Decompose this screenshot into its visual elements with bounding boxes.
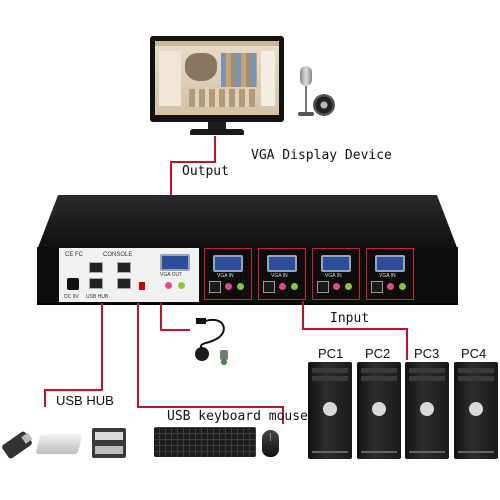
audio-wire-h	[160, 329, 190, 331]
audio-jack	[237, 283, 244, 290]
vga-out-connector	[160, 254, 190, 271]
usb-hub-wire-v	[101, 303, 103, 390]
console-mini-port	[139, 282, 145, 290]
hp-logo-icon	[420, 402, 434, 416]
hp-logo-icon	[372, 402, 386, 416]
input-wire-down	[406, 328, 408, 360]
vga-out-audio-jack	[178, 282, 185, 289]
scanner-icon	[35, 434, 83, 454]
vga-in-connector	[321, 255, 351, 272]
dc-label: DC 9V	[64, 294, 79, 300]
vga-out-mic-jack	[165, 282, 172, 289]
kvm-top-cover	[37, 195, 458, 250]
output-wire-h	[170, 161, 216, 163]
monitor-screen	[150, 36, 284, 122]
vga-out-panel: VGA OUT	[151, 248, 199, 302]
usb-hub-wire-down	[44, 389, 46, 407]
usb-hub-wire-h	[44, 389, 103, 391]
audio-jack	[399, 283, 406, 290]
console-usb-port-2	[117, 278, 131, 289]
mic-jack	[279, 283, 286, 290]
usb-keyboard-mouse-label: USB keyboard mouse	[167, 409, 308, 424]
vga-in-connector	[375, 255, 405, 272]
audio-wire-v	[160, 303, 162, 330]
keyboard-icon	[154, 427, 256, 457]
mic-jack	[225, 283, 232, 290]
printer-icon	[92, 428, 126, 458]
usb-flash-drive-icon	[0, 430, 34, 460]
pc-label-2: PC2	[365, 346, 391, 361]
hp-logo-icon	[323, 402, 337, 416]
mic-jack	[387, 283, 394, 290]
pc-input-port-4: VGA IN	[366, 248, 414, 300]
console-usb-port-1	[117, 262, 131, 273]
hp-logo-icon	[469, 402, 483, 416]
pc-label-4: PC4	[461, 346, 487, 361]
pc-tower-4	[454, 362, 498, 459]
ce-fc-mark: CE FC	[65, 252, 83, 258]
usb-km-wire-down	[282, 406, 284, 424]
pc-tower-3	[405, 362, 449, 459]
usb-hub-label: USB HUB	[56, 393, 114, 408]
input-label: Input	[330, 311, 370, 326]
vga-in-connector	[213, 255, 243, 272]
vga-display-device-label: VGA Display Device	[251, 148, 392, 163]
microphone-icon	[296, 66, 316, 118]
monitor-base	[190, 129, 244, 135]
pc-label-1: PC1	[318, 346, 344, 361]
vga-in-label: VGA IN	[379, 273, 396, 279]
output-wire	[214, 136, 216, 161]
usb-b-port	[317, 281, 329, 293]
mouse-icon	[262, 430, 279, 457]
pc-input-port-2: VGA IN	[258, 248, 306, 300]
input-wire-h	[302, 328, 407, 330]
pc-tower-1	[308, 362, 352, 459]
pc-tower-2	[357, 362, 401, 459]
usb-km-wire-v	[137, 303, 139, 407]
vga-in-label: VGA IN	[217, 273, 234, 279]
vga-in-label: VGA IN	[325, 273, 342, 279]
kvm-switch: CE FC CONSOLE DC 9V USB HUB VGA OUT VGA …	[37, 195, 458, 305]
usb-hub-panel-label: USB HUB	[86, 294, 109, 300]
vga-out-label: VGA OUT	[160, 272, 183, 278]
pc-label-3: PC3	[414, 346, 440, 361]
monitor-neck	[208, 122, 226, 129]
audio-jack	[345, 283, 352, 290]
speaker-icon	[313, 94, 335, 116]
console-label: CONSOLE	[103, 252, 133, 258]
usb-km-wire-h	[137, 406, 283, 408]
console-panel: CE FC CONSOLE DC 9V USB HUB	[59, 248, 151, 302]
vga-in-connector	[267, 255, 297, 272]
monitor-display	[155, 41, 279, 115]
input-wire-v	[302, 301, 304, 329]
dc-power-jack	[67, 278, 79, 290]
usb-b-port	[263, 281, 275, 293]
audio-jack	[291, 283, 298, 290]
vga-monitor	[150, 36, 284, 136]
usb-b-port	[209, 281, 221, 293]
pc-input-port-3: VGA IN	[312, 248, 360, 300]
vga-in-label: VGA IN	[271, 273, 288, 279]
usb-hub-port-2	[89, 278, 103, 289]
usb-b-port	[371, 281, 383, 293]
usb-hub-port-1	[89, 262, 103, 273]
mic-jack	[333, 283, 340, 290]
output-label: Output	[182, 164, 229, 179]
audio-cable-icon	[195, 318, 228, 365]
pc-input-port-1: VGA IN	[204, 248, 252, 300]
